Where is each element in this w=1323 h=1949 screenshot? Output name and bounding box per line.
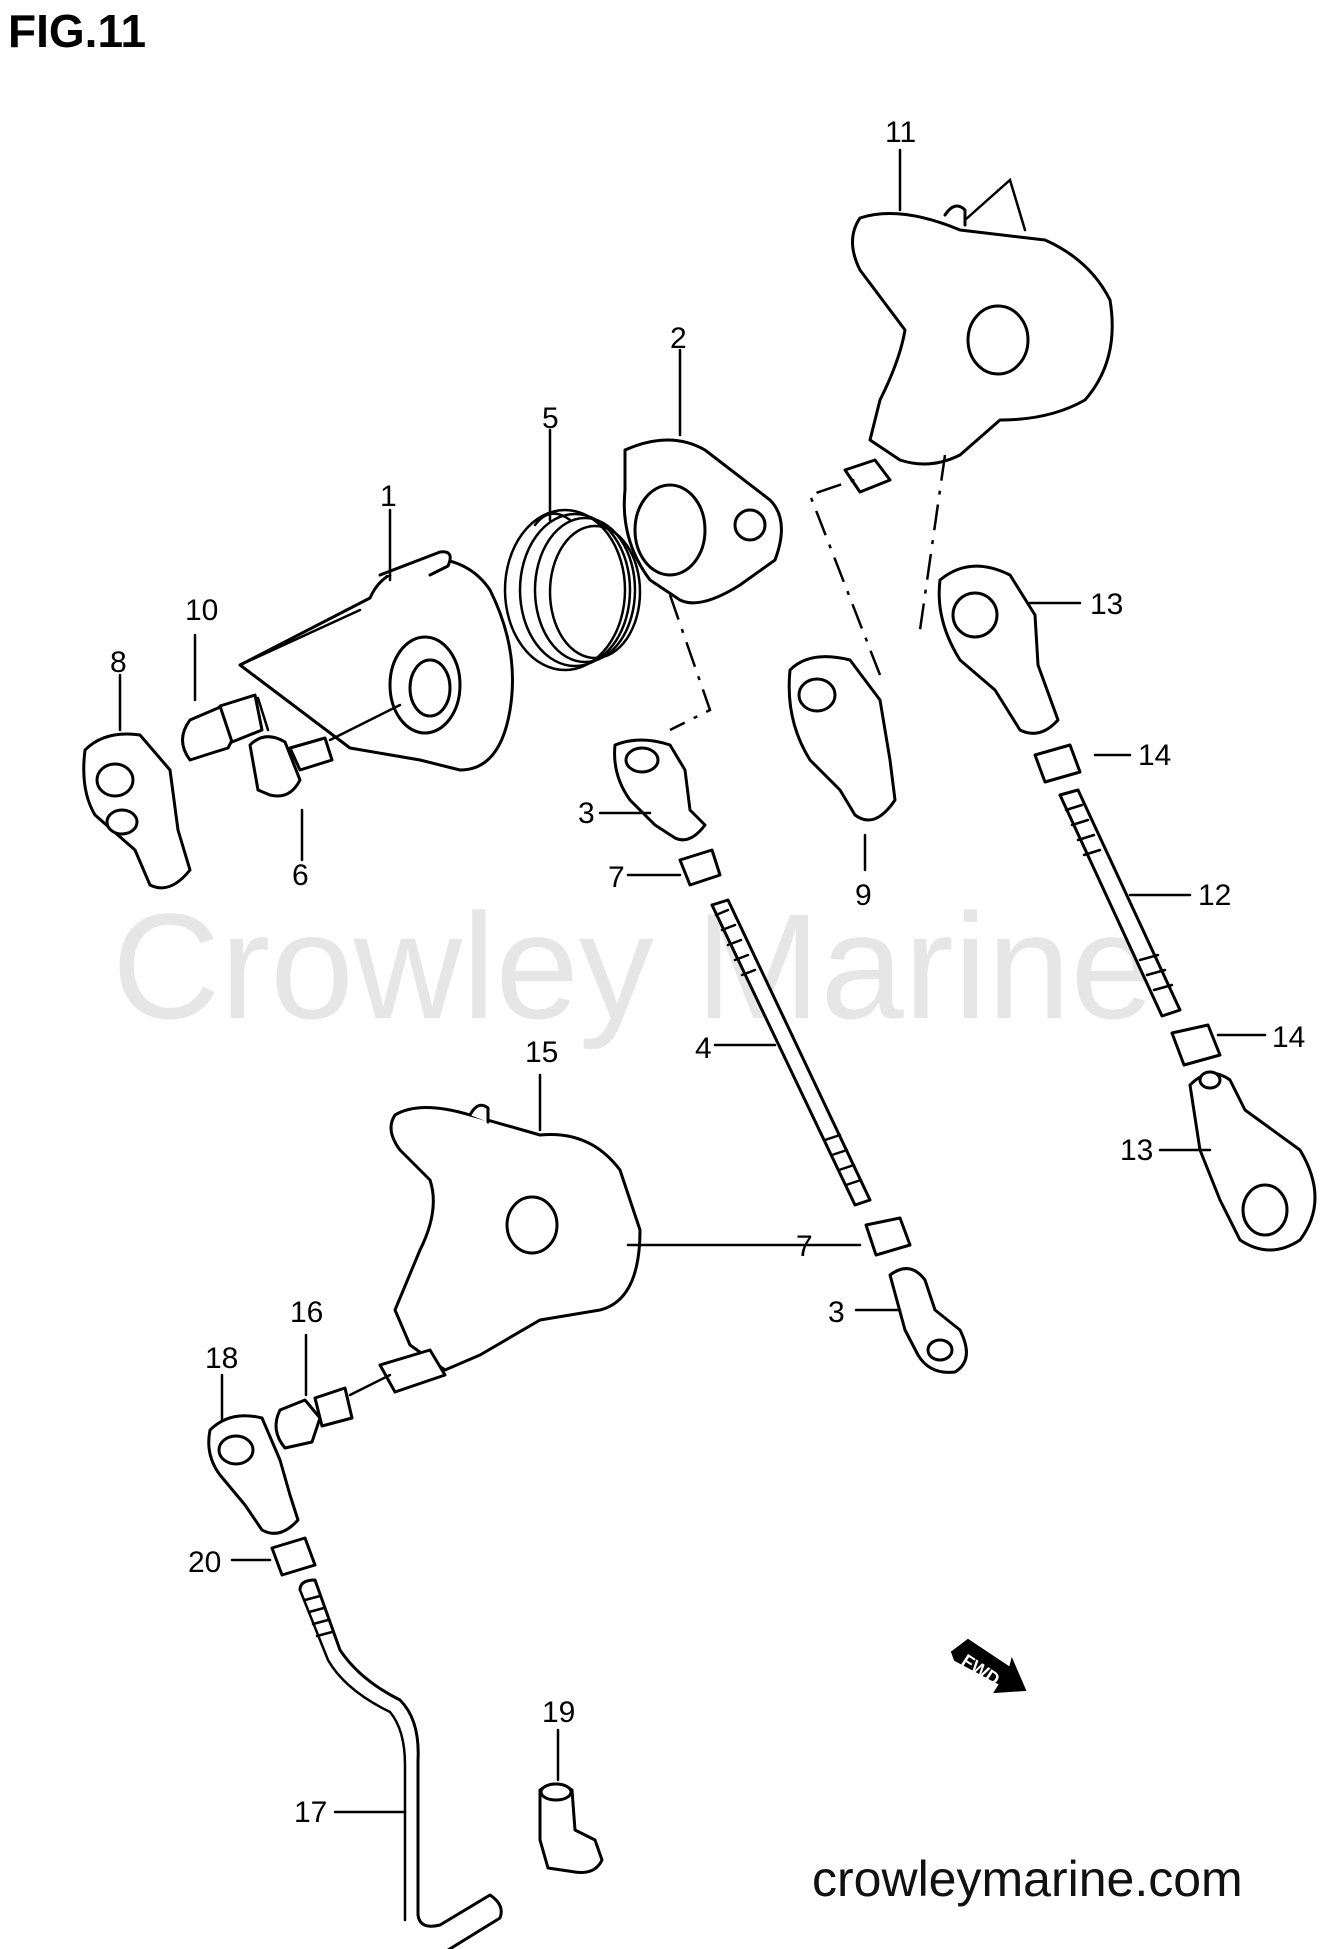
part-5-spring [503,508,642,672]
part-13-socket-upper [918,454,1060,735]
part-3-socket-lower [888,1267,968,1374]
part-9-socket [787,476,897,822]
part-14-nut-upper [1033,743,1082,784]
part-15-lower-lever [378,1103,642,1394]
part-8-socket [82,732,192,890]
part-14-nut-lower [1170,1023,1222,1067]
part-7-nut-lower [864,1216,912,1257]
watermark: Crowley Marine [112,882,1154,1050]
part-4-rod [710,898,872,1207]
part-6-bolt [248,703,402,798]
callout-labels: 1 2 3 3 4 5 6 7 7 8 9 10 11 12 13 13 14 … [110,116,1305,1829]
part-2-cam [622,438,783,605]
callout-3-upper: 3 [578,797,595,830]
callout-1: 1 [380,480,397,513]
callout-9: 9 [855,879,872,912]
part-1-lever-housing [238,550,514,772]
callout-12: 12 [1198,879,1231,912]
callout-13-lower: 13 [1120,1134,1153,1167]
part-17-bent-rod [298,1578,503,1949]
part-3-socket-upper [613,594,712,842]
callout-6: 6 [292,859,309,892]
part-18-socket [207,1414,300,1535]
part-11-upper-lever [843,177,1114,494]
callout-7-upper: 7 [608,861,625,894]
part-20-nut [270,1536,317,1577]
callout-20: 20 [188,1546,221,1579]
callout-14-lower: 14 [1272,1021,1305,1054]
part-10-ball-stud [181,693,270,762]
part-7-nut-upper [678,848,722,887]
part-19-clip [538,1782,604,1874]
callout-3-lower: 3 [828,1296,845,1329]
figure-title: FIG.11 [8,5,147,57]
callout-17: 17 [294,1796,327,1829]
callout-8: 8 [110,646,127,679]
callout-2: 2 [670,322,687,355]
callout-leaders [118,148,1267,1814]
fwd-arrow-icon: FWD [950,1638,1027,1694]
part-16-ball-stud [274,1373,392,1450]
part-12-rod [1058,788,1182,1018]
callout-15: 15 [525,1036,558,1069]
callout-14-upper: 14 [1138,739,1171,772]
callout-16: 16 [290,1296,323,1329]
callout-18: 18 [205,1342,238,1375]
callout-4: 4 [695,1032,712,1065]
callout-5: 5 [542,402,559,435]
part-13-socket-lower [1188,1070,1317,1252]
callout-19: 19 [542,1696,575,1729]
callout-7-lower: 7 [796,1230,813,1263]
callout-11: 11 [885,116,916,149]
callout-10: 10 [185,594,218,627]
site-url: crowleymarine.com [812,1851,1243,1907]
callout-13-upper: 13 [1090,588,1123,621]
